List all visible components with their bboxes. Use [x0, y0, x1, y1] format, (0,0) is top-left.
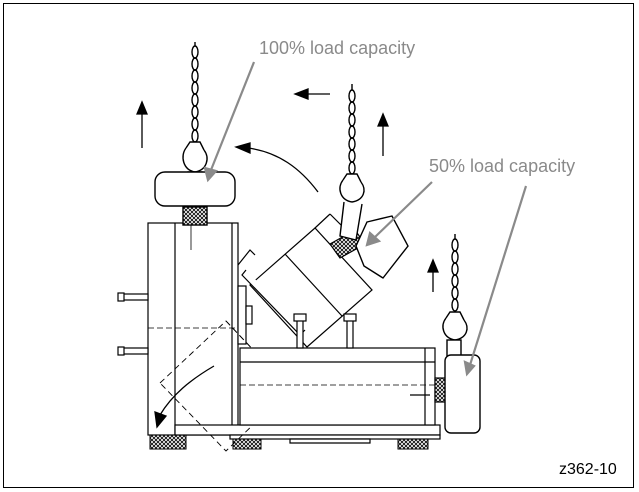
callout-lines [203, 61, 528, 377]
horizontal-block [239, 313, 448, 426]
upright-block [117, 222, 441, 444]
direction-arrow-icon [136, 88, 439, 292]
rotation-arrow-icon [154, 142, 319, 429]
hoist-chain-icon [191, 42, 459, 312]
lifting-hook-icon [154, 141, 481, 434]
half-capacity-label: 50% load capacity [429, 156, 576, 176]
figure-reference: z362-10 [559, 461, 617, 478]
full-capacity-label: 100% load capacity [259, 38, 416, 58]
